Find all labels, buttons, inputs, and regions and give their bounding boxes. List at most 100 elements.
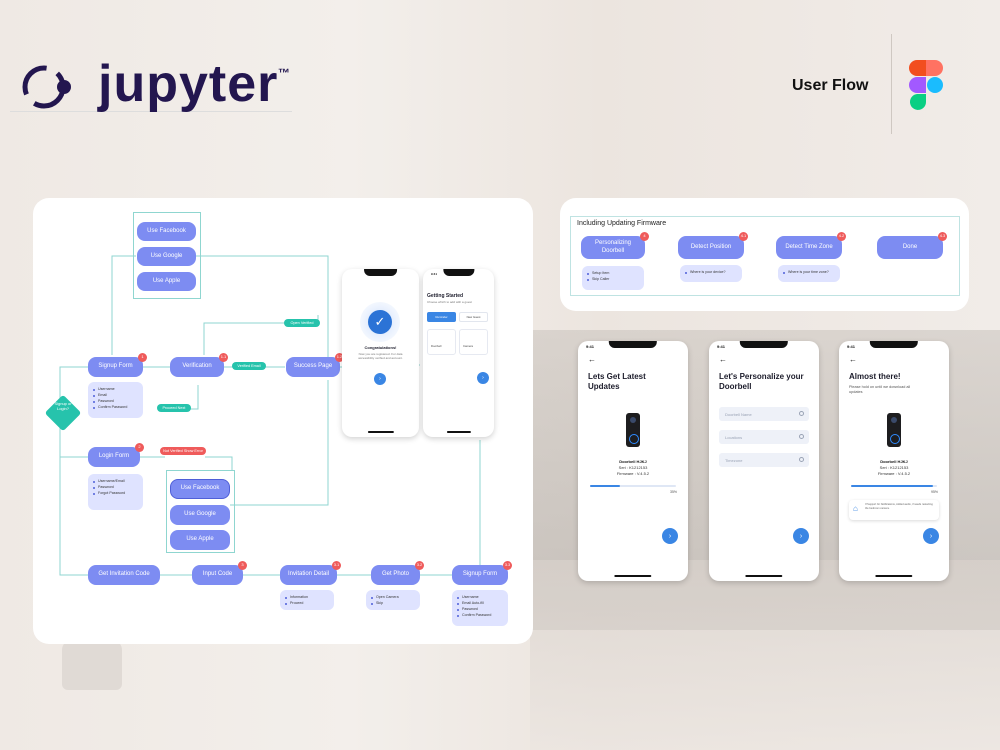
almost-info-text: If Support for Notifications, Added audi… <box>865 503 933 510</box>
done-label: Done <box>902 243 918 250</box>
header-divider <box>891 34 892 134</box>
signup-form-label: Signup Form <box>98 363 133 370</box>
status-time: 9:41 <box>431 272 438 276</box>
item-doorbell[interactable]: Doorbell <box>427 329 456 355</box>
timezone-field[interactable]: Timezone <box>719 453 809 467</box>
phone-getting-started: 9:41 Getting Started Choose which to add… <box>423 269 494 437</box>
badge-4-1: 4.1 <box>739 232 748 241</box>
tab-reminder[interactable]: Reminder <box>427 312 456 322</box>
camera-item-label: Camera <box>463 344 473 348</box>
signup-form-2-node[interactable]: Signup Form 3.3 <box>452 561 512 585</box>
phone-personalize: 9:41 ← Let's Personalize your Doorbell D… <box>709 341 819 581</box>
detect-position-node[interactable]: Detect Position 4.1 <box>678 232 748 259</box>
item-camera[interactable]: Camera <box>459 329 488 355</box>
arrow-left-icon[interactable]: ← <box>849 355 857 364</box>
invitation-detail-label: Invitation Detail <box>287 571 330 578</box>
badge-1-2: 1.2 <box>335 353 344 362</box>
congrats-title: Congratulations! <box>364 345 397 350</box>
tag-not-verified-error: Not Verified Show Error <box>160 447 206 455</box>
social-login-group-top <box>133 212 201 299</box>
get-photo-label: Get Photo <box>381 571 410 578</box>
home-indicator <box>614 575 652 577</box>
use-facebook-button-top[interactable]: Use Facebook <box>137 222 196 241</box>
login-field-password: Password <box>93 484 138 490</box>
badge-1-1: 1.1 <box>219 353 228 362</box>
clock-icon <box>799 457 804 462</box>
badge-2: 2 <box>135 443 144 452</box>
getting-started-title: Getting Started <box>427 293 464 299</box>
status-time: 9:41 <box>586 344 595 349</box>
almost-firmware: Firmware : V.4.5.2 <box>877 471 911 476</box>
brand-name: jupyter <box>98 55 279 113</box>
next-button[interactable]: › <box>477 372 489 384</box>
verification-node[interactable]: Verification 1.1 <box>170 353 228 377</box>
home-indicator <box>875 575 913 577</box>
success-page-node[interactable]: Success Page 1.2 <box>286 353 344 377</box>
detect-time-zone-label: Detect Time Zone <box>785 243 833 250</box>
done-node[interactable]: Done 4.3 <box>877 232 947 259</box>
next-button[interactable]: › <box>374 373 386 385</box>
updates-progress-bar <box>590 485 676 487</box>
phone-notch <box>739 341 789 348</box>
detect-position-question: Where is your device? <box>685 269 737 275</box>
tab-new-guest[interactable]: New Guest <box>459 312 488 322</box>
verification-label: Verification <box>182 363 212 370</box>
locations-placeholder: Locations <box>725 434 743 440</box>
almost-serial: Seri : K1212153 <box>879 465 909 470</box>
invitation-detail-node[interactable]: Invitation Detail 3.1 <box>280 561 341 585</box>
next-button[interactable]: › <box>793 528 809 544</box>
updates-serial: Seri : K1212153 <box>618 465 648 470</box>
doorbell-name-placeholder: Doorbell Name <box>725 411 752 417</box>
jupyter-logo: jupyter ™ <box>10 55 292 113</box>
detect-time-zone-note: Where is your time zone? <box>778 265 840 282</box>
phone-notch <box>442 269 475 276</box>
updates-progress-fill <box>590 485 621 487</box>
login-fields-note: Username/Email Password Forgot Password <box>88 474 143 510</box>
badge-4-2: 4.2 <box>837 232 846 241</box>
next-button[interactable]: › <box>923 528 939 544</box>
use-apple-button-top[interactable]: Use Apple <box>137 272 196 291</box>
firmware-title: Including Updating Firmware <box>577 220 667 227</box>
get-photo-node[interactable]: Get Photo 3.2 <box>371 561 424 585</box>
home-indicator <box>367 431 394 433</box>
social-login-group-bottom <box>166 470 235 553</box>
login-field-username: Username/Email <box>93 478 138 484</box>
background-vase <box>62 640 122 690</box>
locations-field[interactable]: Locations <box>719 430 809 444</box>
get-photo-skip: Skip <box>371 600 415 606</box>
home-indicator <box>745 575 783 577</box>
use-google-button-bottom[interactable]: Use Google <box>170 505 230 525</box>
personalizing-note: Setup Item Skip Caller <box>582 266 644 290</box>
personalizing-doorbell-node[interactable]: Personalizing Doorbell 4 <box>581 232 649 259</box>
login-form-label: Login Form <box>98 453 130 460</box>
detect-position-note: Where is your device? <box>680 265 742 282</box>
location-icon <box>799 434 804 439</box>
almost-device-info: Doorbell HJKJ Seri : K1212153 Firmware :… <box>839 459 949 477</box>
detect-time-zone-node[interactable]: Detect Time Zone 4.2 <box>776 232 846 259</box>
invitation-detail-proceed: Proceed <box>285 600 329 606</box>
use-facebook-button-bottom[interactable]: Use Facebook <box>170 479 230 499</box>
tag-proceed-next: Proceed Next <box>157 404 191 412</box>
input-code-node[interactable]: Input Code 3 <box>192 561 247 585</box>
input-code-label: Input Code <box>202 571 233 578</box>
phone-almost-there: 9:41 ← Almost there! Please hold on unti… <box>839 341 949 581</box>
login-form-node[interactable]: Login Form 2 <box>88 443 144 467</box>
personalizing-skip-caller: Skip Caller <box>587 276 639 282</box>
signup-form-node[interactable]: Signup Form 1 <box>88 353 147 377</box>
getting-started-sub: Choose which to add with a guest <box>427 300 472 304</box>
use-apple-button-bottom[interactable]: Use Apple <box>170 530 230 550</box>
get-photo-open-camera: Open Camera <box>371 594 415 600</box>
badge-3: 3 <box>238 561 247 570</box>
use-google-button-top[interactable]: Use Google <box>137 247 196 266</box>
home-indicator <box>446 431 471 433</box>
status-time: 9:41 <box>847 344 856 349</box>
next-button[interactable]: › <box>662 528 678 544</box>
doorbell-name-field[interactable]: Doorbell Name <box>719 407 809 421</box>
badge-4: 4 <box>640 232 649 241</box>
updates-title: Lets Get Latest Updates <box>588 372 646 392</box>
signup2-field-username: Username <box>457 594 503 600</box>
arrow-left-icon[interactable]: ← <box>719 355 727 364</box>
arrow-left-icon[interactable]: ← <box>588 355 596 364</box>
invitation-code-node[interactable]: Get Invitation Code <box>88 565 160 585</box>
personalizing-setup-item: Setup Item <box>587 270 639 276</box>
